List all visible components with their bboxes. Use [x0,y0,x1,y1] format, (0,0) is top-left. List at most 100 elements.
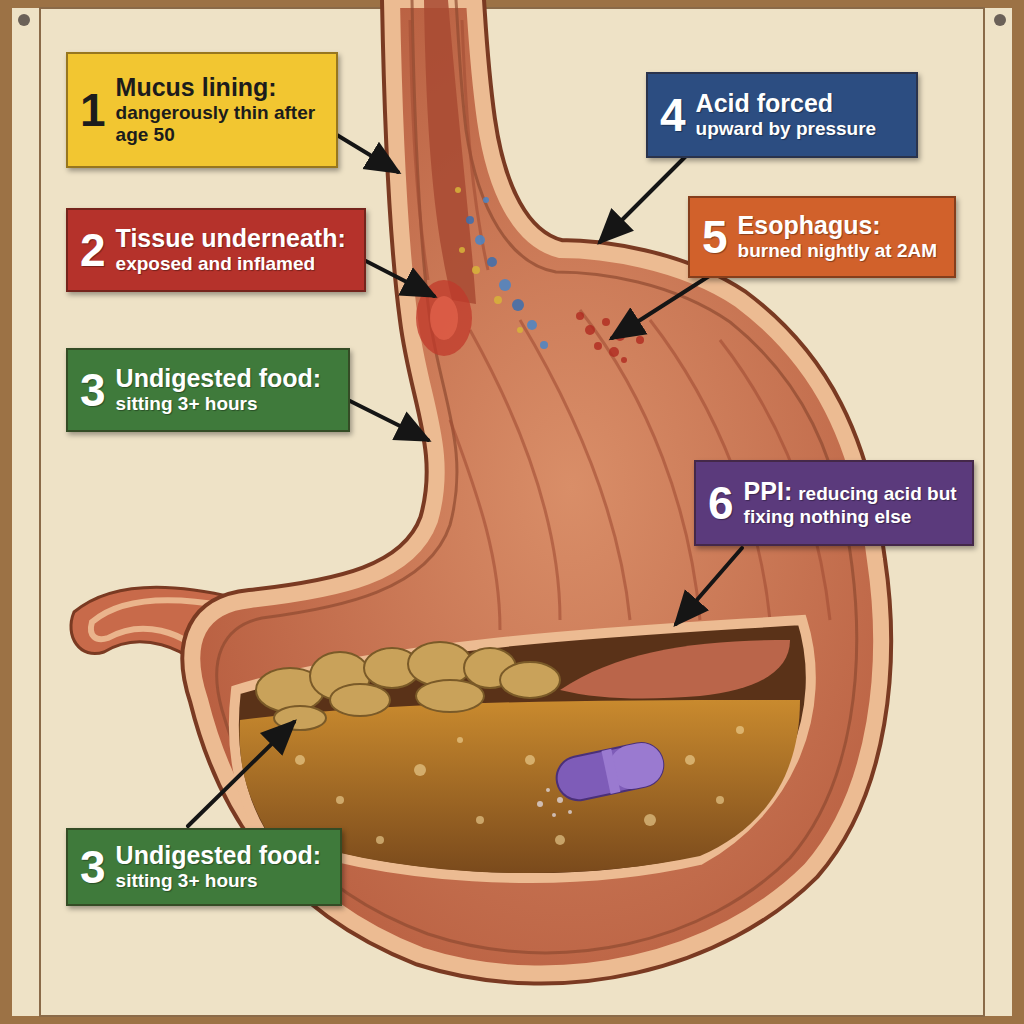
illustration-part [552,813,556,817]
callout-number: 2 [80,227,106,273]
illustration-part [330,684,390,716]
illustration-part [512,299,524,311]
illustration-part [736,726,744,734]
illustration-part [340,396,428,440]
illustration-part [716,796,724,804]
illustration-part [430,296,458,340]
callout-description: sitting 3+ hours [116,393,336,416]
callout-heading: Tissue underneath: [116,224,352,253]
callout-number: 6 [708,480,734,526]
illustration-part [483,197,489,203]
illustration-part [256,642,560,730]
illustration-part [500,662,560,698]
callout-text: PPI:reducing acid but fixing nothing els… [744,477,960,529]
callout-description: upward by pressure [696,118,904,141]
illustration-part [585,325,595,335]
illustration-part [459,247,465,253]
illustration-part [414,764,426,776]
callout-box: 2Tissue underneath:exposed and inflamed [66,208,366,292]
illustration-part [600,152,690,242]
illustration-part [336,796,344,804]
illustration-part [457,737,463,743]
illustration-part [332,132,398,172]
illustration-part [553,739,668,804]
callout-heading: Mucus lining: [116,73,324,102]
illustration-part [476,816,484,824]
illustration-part [621,357,627,363]
illustration-part [18,14,30,26]
callout-number: 5 [702,214,728,260]
illustration-part [580,310,700,620]
illustration-part [576,312,584,320]
callout-box: 4Acid forcedupward by pressure [646,72,918,158]
illustration-part [537,788,572,817]
callout-text: Undigested food:sitting 3+ hours [116,841,328,893]
illustration-part [601,749,620,794]
illustration-part [537,801,543,807]
callout-box: 3Undigested food:sitting 3+ hours [66,828,342,906]
callout-box: 6PPI:reducing acid but fixing nothing el… [694,460,974,546]
callout-text: Acid forcedupward by pressure [696,89,904,141]
callout-number: 1 [80,87,106,133]
illustration-part [472,266,480,274]
illustration-part [466,216,474,224]
illustration-part [626,314,634,322]
illustration-part [644,814,656,826]
callout-text: Undigested food:sitting 3+ hours [116,364,336,416]
callout-heading: Undigested food: [116,841,328,870]
illustration-part [487,257,497,267]
illustration-part [568,810,572,814]
illustration-part [450,420,500,630]
illustration-part [462,20,488,270]
illustration-part [416,680,484,712]
illustration-part [517,327,523,333]
illustration-part [455,187,461,193]
callout-number: 3 [80,367,106,413]
illustration-part [475,235,485,245]
illustration-part [576,312,644,363]
callout-description: exposed and inflamed [116,253,352,276]
illustration-part [525,755,535,765]
illustration-part [274,706,326,730]
callout-heading: Undigested food: [116,364,336,393]
callout-heading: PPI: [744,477,793,505]
illustration-part [594,342,602,350]
illustration-part [636,336,644,344]
callout-box: 5Esophagus:burned nightly at 2AM [688,196,956,278]
callout-text: Esophagus:burned nightly at 2AM [738,211,942,263]
illustration-part [410,20,428,280]
illustration-part [602,318,610,326]
callout-box: 3Undigested food:sitting 3+ hours [66,348,350,432]
illustration-part [546,788,550,792]
illustration-part [527,320,537,330]
illustration-part [540,341,548,349]
illustration-part [295,755,305,765]
callout-description: dangerously thin after age 50 [116,102,324,148]
callout-box: 1Mucus lining:dangerously thin after age… [66,52,338,168]
illustration-part [560,640,790,698]
callout-text: Tissue underneath:exposed and inflamed [116,224,352,276]
callout-heading: Esophagus: [738,211,942,240]
illustration-part [609,347,619,357]
illustration-part [408,642,472,686]
callout-heading: Acid forced [696,89,904,118]
callout-text: Mucus lining:dangerously thin after age … [116,73,324,147]
callout-description: burned nightly at 2AM [738,240,942,263]
illustration-part [555,835,565,845]
illustration-part [520,320,630,620]
illustration-part [685,755,695,765]
illustration-part [553,739,668,804]
illustration-part [994,14,1006,26]
illustration-part [376,836,384,844]
illustration-part [494,296,502,304]
illustration-part [424,0,476,304]
callout-description: sitting 3+ hours [116,870,328,893]
illustration-part [557,797,563,803]
illustration-part [499,279,511,291]
callout-number: 3 [80,844,106,890]
illustration-part [188,722,294,826]
illustration-part [455,187,548,349]
illustration-part [360,258,434,296]
